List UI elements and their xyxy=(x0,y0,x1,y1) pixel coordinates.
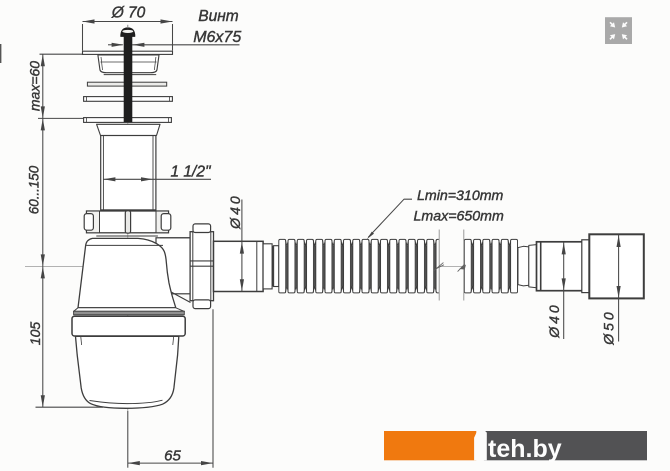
svg-text:105: 105 xyxy=(27,322,43,346)
svg-text:Lmin=310mm: Lmin=310mm xyxy=(417,188,504,204)
svg-text:max=60: max=60 xyxy=(26,61,42,111)
svg-text:M6x75: M6x75 xyxy=(193,29,241,46)
svg-text:Ø50: Ø50 xyxy=(601,309,617,345)
svg-text:Ø40: Ø40 xyxy=(227,193,243,229)
svg-text:60...150: 60...150 xyxy=(27,165,42,214)
svg-text:Lmax=650mm: Lmax=650mm xyxy=(414,208,504,224)
svg-text:1 1/2": 1 1/2" xyxy=(171,164,212,181)
svg-text:teh.by: teh.by xyxy=(488,435,562,463)
svg-text:Ø40: Ø40 xyxy=(546,302,562,338)
svg-text:65: 65 xyxy=(164,448,181,465)
svg-text:Винт: Винт xyxy=(198,8,238,25)
svg-text:Ø 70: Ø 70 xyxy=(111,5,146,22)
